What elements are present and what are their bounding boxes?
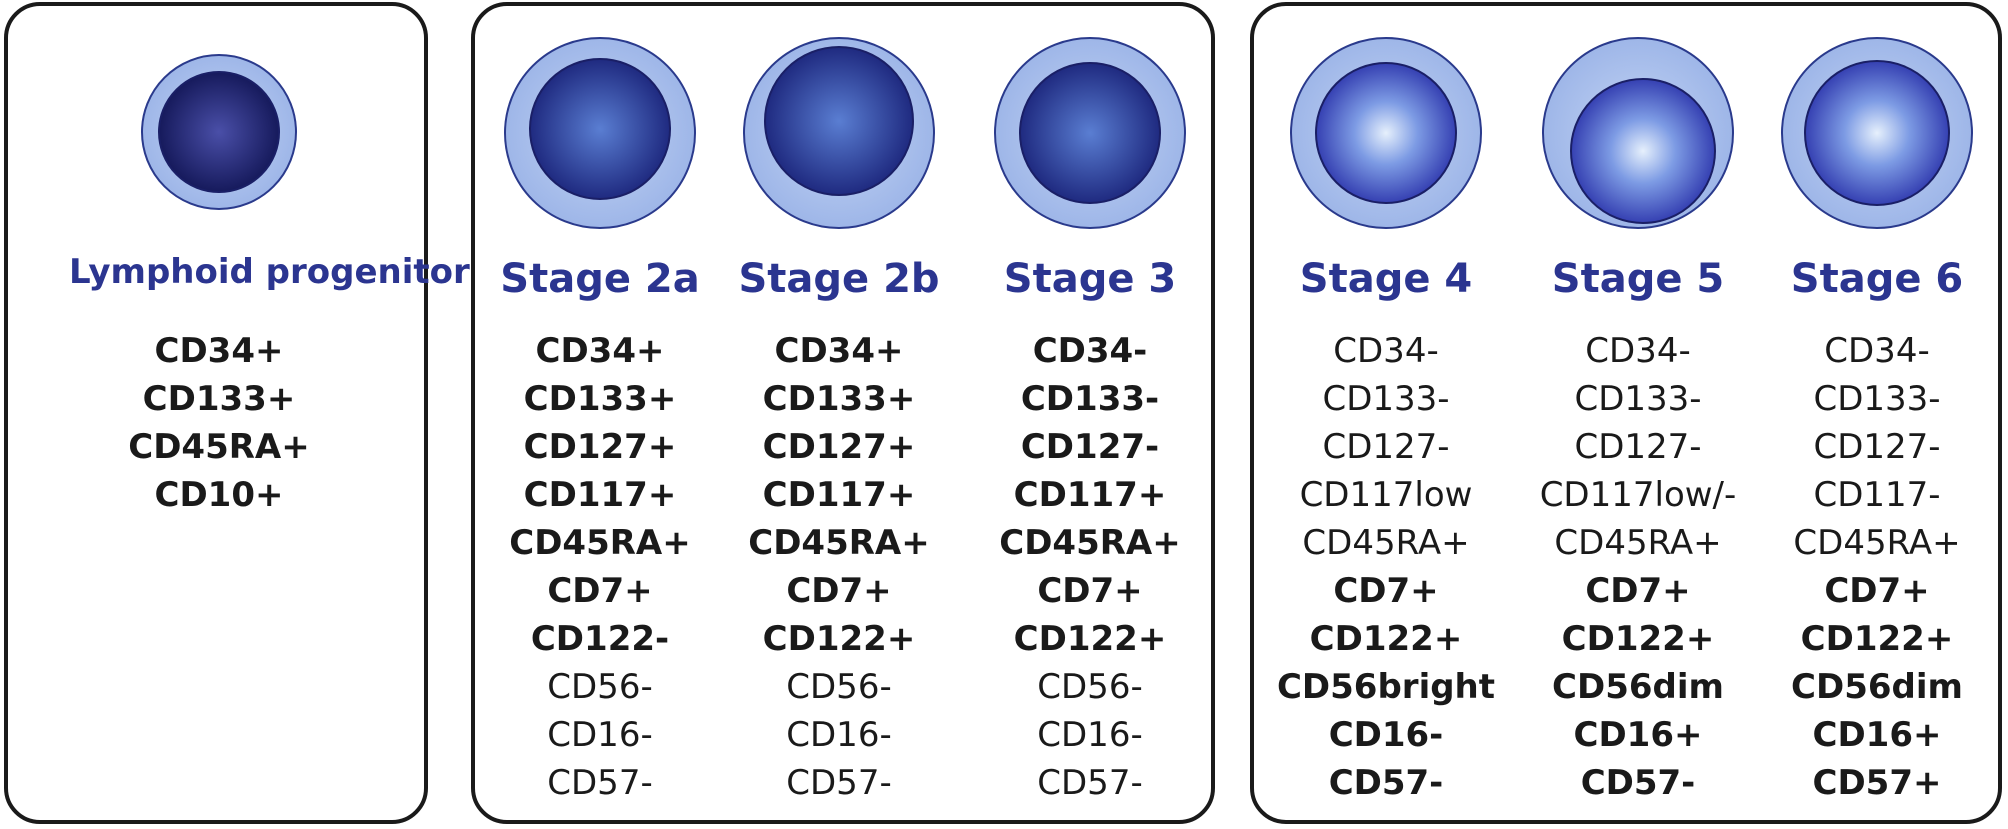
cell-nucleus [158, 71, 280, 193]
marker-item: CD34- [1585, 331, 1691, 371]
marker-item: CD127- [1813, 427, 1941, 467]
marker-item: CD117+ [1013, 475, 1167, 515]
cell-nucleus [529, 58, 671, 200]
cell-nucleus [1570, 78, 1716, 224]
marker-item: CD16- [786, 715, 892, 755]
stage-title: Stage 6 [1790, 256, 1964, 302]
marker-item: CD133+ [523, 379, 677, 419]
marker-item: CD117low/- [1539, 475, 1737, 515]
marker-item: CD45RA+ [1302, 523, 1470, 563]
marker-item: CD34+ [154, 331, 284, 371]
marker-item: CD16+ [1812, 715, 1942, 755]
marker-item: CD122+ [1800, 619, 1954, 659]
marker-item: CD56dim [1791, 667, 1963, 707]
marker-item: CD117+ [762, 475, 916, 515]
marker-item: CD45RA+ [128, 427, 310, 467]
marker-item: CD127- [1322, 427, 1450, 467]
marker-list: CD34+ CD133+ CD127+ CD117+ CD45RA+ CD7+ CD122+… [689, 327, 989, 807]
marker-item: CD34- [1333, 331, 1439, 371]
cell-icon [743, 37, 935, 229]
marker-item: CD45RA+ [509, 523, 691, 563]
marker-item: CD7+ [1585, 571, 1691, 611]
marker-item: CD16- [547, 715, 653, 755]
cell-icon [1542, 37, 1734, 229]
marker-item: CD16- [1037, 715, 1143, 755]
marker-item: CD133+ [142, 379, 296, 419]
marker-item: CD122+ [762, 619, 916, 659]
stage-title: Stage 3 [1003, 256, 1177, 302]
marker-item: CD56- [1037, 667, 1143, 707]
stage-title: Stage 4 [1299, 256, 1473, 302]
cell-icon [141, 54, 297, 210]
marker-item: CD7+ [786, 571, 892, 611]
cell-nucleus [764, 46, 914, 196]
marker-item: CD117+ [523, 475, 677, 515]
cell-nucleus [1315, 62, 1457, 204]
marker-item: CD57- [1580, 763, 1696, 803]
marker-item: CD56bright [1276, 667, 1496, 707]
marker-item: CD45RA+ [748, 523, 930, 563]
marker-list: CD34- CD133- CD127- CD117+ CD45RA+ CD7+ CD122+… [940, 327, 1240, 807]
marker-item: CD117- [1813, 475, 1941, 515]
cell-nucleus [1804, 60, 1950, 206]
marker-item: CD133- [1813, 379, 1941, 419]
cell-nucleus [1019, 62, 1161, 204]
marker-item: CD45RA+ [1554, 523, 1722, 563]
stage-title: Stage 2b [738, 256, 940, 302]
marker-item: CD34+ [535, 331, 665, 371]
marker-item: CD127+ [523, 427, 677, 467]
marker-item: CD122+ [1013, 619, 1167, 659]
marker-item: CD56dim [1552, 667, 1724, 707]
marker-item: CD122+ [1309, 619, 1463, 659]
marker-item: CD127- [1020, 427, 1160, 467]
marker-item: CD133- [1322, 379, 1450, 419]
stage-title: Stage 2a [500, 256, 700, 302]
marker-item: CD7+ [547, 571, 653, 611]
marker-item: CD10+ [154, 475, 284, 515]
stage-title: Lymphoid progenitor [69, 252, 470, 292]
marker-list: CD34- CD133- CD127- CD117- CD45RA+ CD7+ CD122+… [1727, 327, 2008, 807]
marker-item: CD56- [547, 667, 653, 707]
cell-icon [994, 37, 1186, 229]
marker-item: CD34- [1824, 331, 1930, 371]
marker-item: CD133- [1574, 379, 1702, 419]
marker-item: CD127+ [762, 427, 916, 467]
marker-item: CD57- [547, 763, 653, 803]
marker-list: CD34- CD133- CD127- CD117low/- CD45RA+ CD7+ CD… [1488, 327, 1788, 807]
marker-item: CD133- [1020, 379, 1160, 419]
marker-item: CD45RA+ [1793, 523, 1961, 563]
cell-icon [1781, 37, 1973, 229]
marker-item: CD45RA+ [999, 523, 1181, 563]
marker-item: CD7+ [1037, 571, 1143, 611]
marker-item: CD34+ [774, 331, 904, 371]
marker-item: CD34- [1032, 331, 1148, 371]
marker-item: CD133+ [762, 379, 916, 419]
marker-list: CD34+ CD133+ CD127+ CD117+ CD45RA+ CD7+ CD122-… [450, 327, 750, 807]
marker-item: CD16+ [1573, 715, 1703, 755]
cell-icon [504, 37, 696, 229]
marker-item: CD57- [1328, 763, 1444, 803]
cell-icon [1290, 37, 1482, 229]
marker-item: CD57- [786, 763, 892, 803]
marker-item: CD56- [786, 667, 892, 707]
marker-item: CD16- [1328, 715, 1444, 755]
marker-item: CD57+ [1812, 763, 1942, 803]
marker-item: CD127- [1574, 427, 1702, 467]
marker-item: CD7+ [1824, 571, 1930, 611]
stage-title: Stage 5 [1551, 256, 1725, 302]
marker-item: CD122+ [1561, 619, 1715, 659]
marker-item: CD7+ [1333, 571, 1439, 611]
marker-item: CD122- [530, 619, 670, 659]
marker-list: CD34+ CD133+ CD45RA+ CD10+ [69, 327, 369, 519]
marker-item: CD117low [1299, 475, 1473, 515]
marker-item: CD57- [1037, 763, 1143, 803]
